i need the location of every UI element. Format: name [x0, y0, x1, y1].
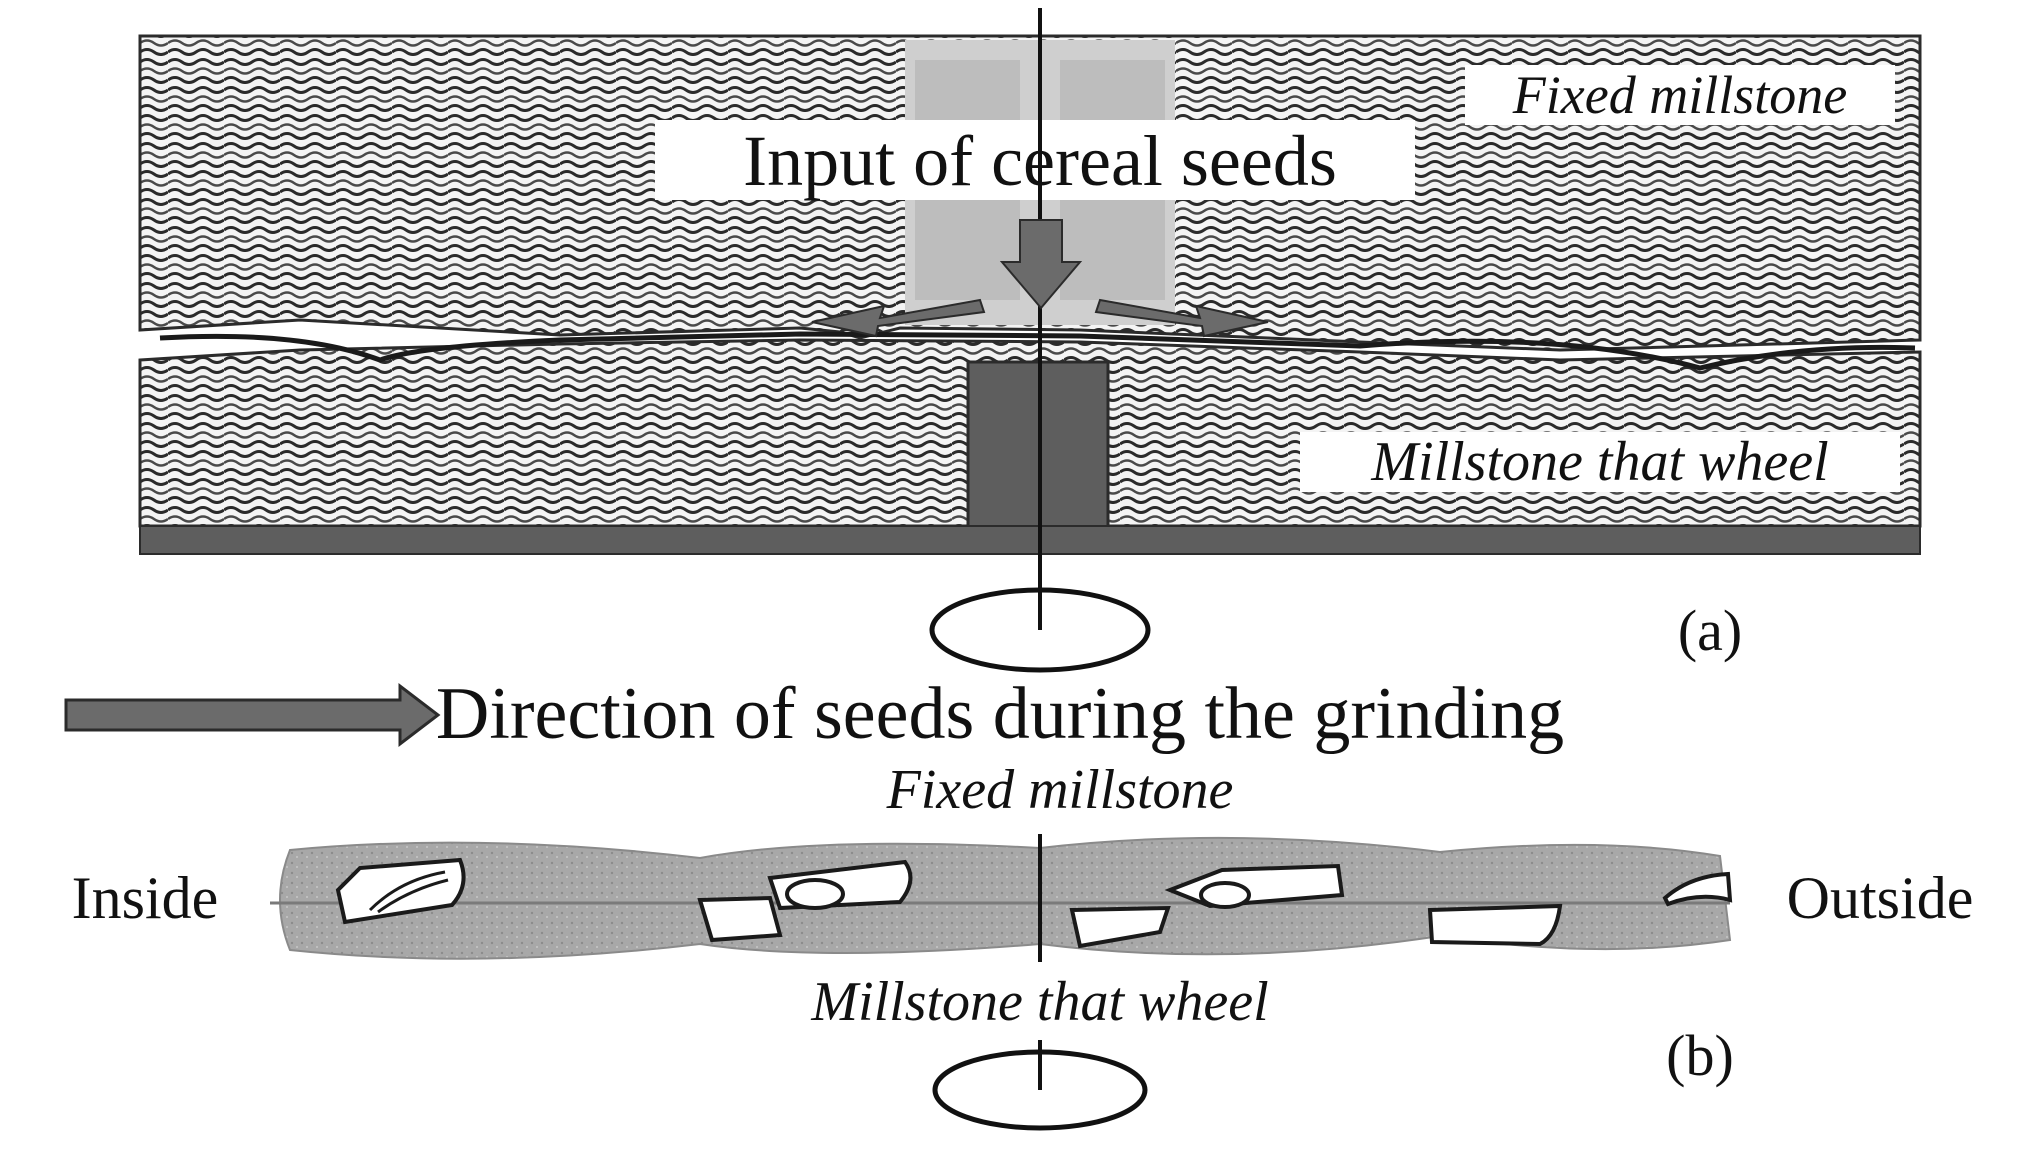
panel-a: Input of cereal seeds Fixed millstone Mi… — [138, 8, 1922, 673]
seed-fragment — [1662, 871, 1733, 907]
seed-particles — [335, 857, 1733, 949]
grinding-channel — [279, 836, 1732, 960]
right-flow-arrow — [1094, 298, 1269, 338]
rotation-ellipse-b — [932, 1049, 1148, 1131]
panel-b: Fixed millstone Millstone that wheel Ins… — [72, 759, 1974, 1131]
wheel-millstone-label-a: Millstone that wheel — [1370, 431, 1828, 493]
grinding-gap — [159, 331, 1916, 371]
panel-b-label: (b) — [1666, 1023, 1734, 1088]
direction-legend: Direction of seeds during the grinding — [64, 673, 1564, 755]
base-bar — [139, 525, 1921, 555]
fixed-millstone-label-b: Fixed millstone — [886, 759, 1234, 821]
fixed-millstone-label-a: Fixed millstone — [1512, 65, 1847, 125]
input-arrow — [999, 219, 1083, 310]
input-label: Input of cereal seeds — [743, 121, 1337, 201]
left-flow-arrow — [811, 298, 986, 338]
seed-split — [697, 895, 783, 943]
legend-arrow — [64, 682, 441, 748]
panel-a-label: (a) — [1678, 598, 1742, 663]
rotation-ellipse-a — [929, 587, 1151, 673]
wheel-millstone-label-b: Millstone that wheel — [810, 971, 1268, 1033]
direction-label: Direction of seeds during the grinding — [436, 673, 1564, 755]
outside-label: Outside — [1787, 865, 1974, 931]
inside-label: Inside — [72, 865, 219, 931]
